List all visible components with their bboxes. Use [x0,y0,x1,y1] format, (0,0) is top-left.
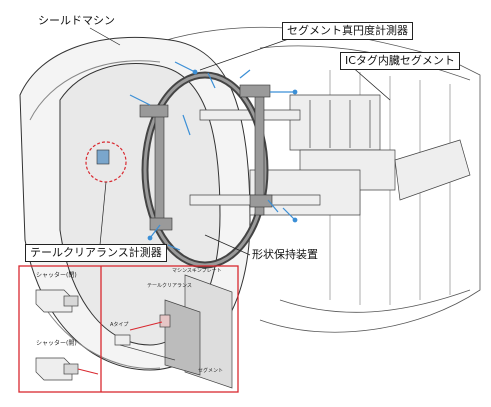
tail-clearance-detail [114,274,233,389]
ic-tag-segment-label: ICタグ内臓セグメント [340,52,460,70]
machine-skin-plate-label: マシンスキンプレート [172,268,222,274]
support-posts [139,84,273,231]
shutter-drawings [35,289,99,381]
shutter-closed-label: シャッター(閉) [36,272,77,279]
sensor-arrows [129,61,298,251]
shape-retaining-device-label: 形状保持装置 [252,248,318,261]
inset-frames [18,265,239,393]
shutter-open-label: シャッター(開) [36,340,77,347]
tail-clearance-meter-label: テールクリアランス計測器 [25,244,167,262]
segment-roundness-meter-label: セグメント真円度計測器 [282,22,413,40]
segment-label: セグメント [198,368,224,374]
internal-frames [189,94,471,216]
shield-machine-label: シールドマシン [38,14,115,27]
type-a-label: Aタイプ [110,322,129,328]
leader-lines [89,27,391,256]
shape-retaining-ring [141,71,269,269]
tail-clearance-label: テールクリアランス [147,283,192,289]
